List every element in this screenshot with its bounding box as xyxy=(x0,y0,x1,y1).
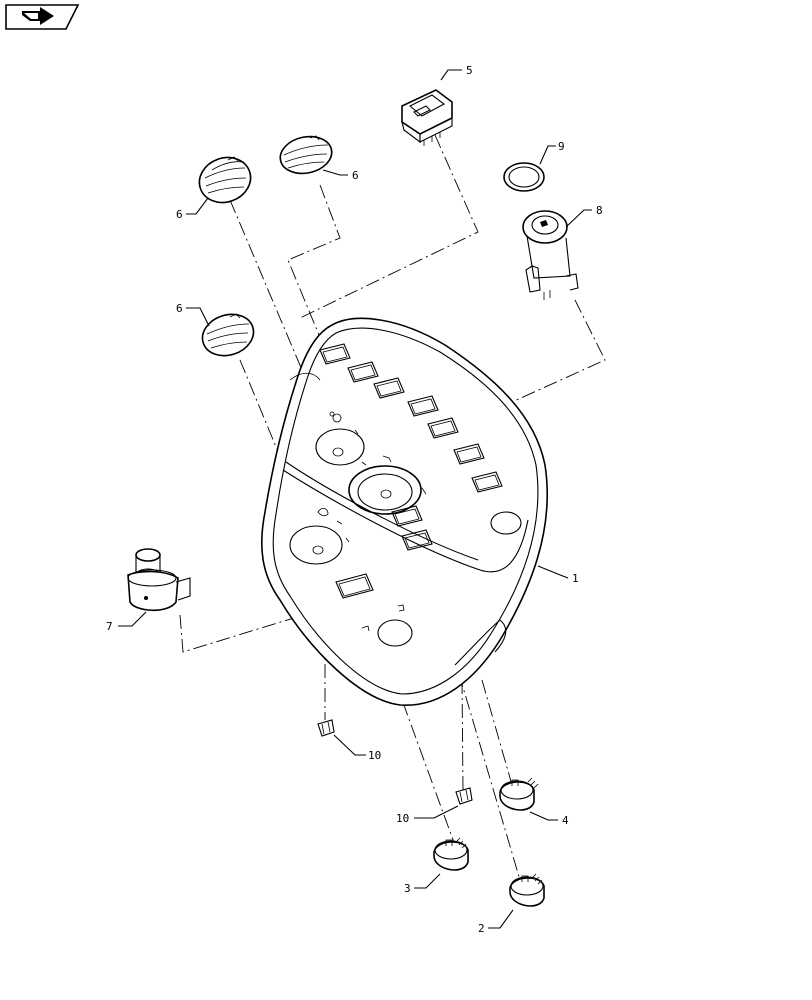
callout-labels: 1 5 6 6 6 9 8 7 10 10 4 3 2 xyxy=(106,64,603,935)
rotary-switch-part-2 xyxy=(509,873,545,907)
knob-sockets xyxy=(289,428,522,647)
callout-5: 5 xyxy=(466,64,473,77)
panel-symbols xyxy=(317,411,427,632)
callout-10: 10 xyxy=(396,812,409,825)
callout-2: 2 xyxy=(478,922,485,935)
callout-6: 6 xyxy=(176,302,183,315)
rotary-switch-part-3 xyxy=(433,837,469,871)
clip-part-2 xyxy=(455,787,473,805)
callout-8: 8 xyxy=(596,204,603,217)
knob-part-2 xyxy=(279,135,333,175)
callout-3: 3 xyxy=(404,882,411,895)
callout-9: 9 xyxy=(558,140,565,153)
grommet-part xyxy=(503,162,545,192)
knob-part-3 xyxy=(201,313,255,357)
forward-arrow-icon xyxy=(22,7,54,25)
knob-part-1 xyxy=(198,156,252,204)
power-socket-part xyxy=(522,210,579,300)
callout-leaders xyxy=(118,69,592,929)
callout-6: 6 xyxy=(176,208,183,221)
callout-4: 4 xyxy=(562,814,569,827)
callout-6: 6 xyxy=(352,169,359,182)
rocker-switch-part xyxy=(401,89,453,146)
clip-part-1 xyxy=(317,719,335,737)
callout-1: 1 xyxy=(572,572,579,585)
nav-forward-button[interactable] xyxy=(5,4,80,30)
push-switch-part xyxy=(127,548,191,612)
callout-10: 10 xyxy=(368,749,381,762)
instrument-panel xyxy=(260,317,549,706)
callout-7: 7 xyxy=(106,620,113,633)
rotary-switch-part-4 xyxy=(499,777,539,811)
